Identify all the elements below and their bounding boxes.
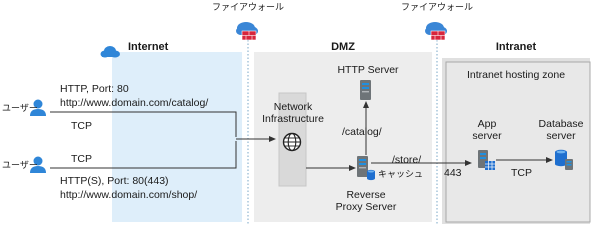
intranet-hosting-zone-label: Intranet hosting zone [466,69,566,81]
dmz-zone-label: DMZ [331,41,355,53]
app-server-label-1: App [477,118,497,130]
architecture-diagram: ファイアウォール ファイアウォール Internet DMZ Intranet … [2,3,591,224]
arrow-to-network-head [269,136,276,142]
app-to-db-head [546,157,553,163]
reverse-proxy-icon [357,156,368,177]
user-bottom-icon [30,156,46,173]
user-bottom-tcp: TCP [71,153,92,165]
database-server-label-2: server [546,130,576,142]
user-top-connection [50,111,237,137]
internet-cloud-icon [100,46,120,58]
reverse-proxy-label-1: Reverse [346,189,386,201]
user-top-protocol: HTTP, Port: 80 [60,83,129,95]
firewall-left-icon [236,22,258,41]
firewall-right-label: ファイアウォール [400,3,474,13]
app-server-label-2: server [472,130,502,142]
internet-zone-label: Internet [128,41,169,53]
network-infrastructure-label-2: Infrastructure [262,113,324,125]
intranet-hosting-zone [445,61,591,223]
store-path-label: /store/ [392,154,422,166]
globe-icon [282,132,302,152]
intranet-zone-label: Intranet [495,41,537,53]
app-server-icon [478,150,495,170]
user-bottom-url: http://www.domain.com/shop/ [60,189,198,201]
database-server-label-1: Database [538,118,584,130]
proxy-to-app-head [465,160,472,166]
tcp-intranet-label: TCP [511,167,532,179]
user-top-url: http://www.domain.com/catalog/ [60,97,209,109]
internet-zone [112,52,242,222]
http-server-label: HTTP Server [337,64,399,76]
database-server-icon [555,149,573,170]
http-server-icon [360,80,371,100]
user-top-icon [30,99,46,116]
user-bottom-protocol: HTTP(S), Port: 80(443) [60,175,169,187]
catalog-path-label: /catalog/ [342,126,382,138]
user-top-label: ユーザー [2,104,38,114]
network-to-proxy-head [349,165,356,171]
port-443-label: 443 [444,167,462,179]
proxy-to-http-head [363,101,369,108]
diagram-canvas [30,22,591,224]
reverse-proxy-label-2: Proxy Server [335,201,397,213]
firewall-right-icon [425,22,447,41]
firewall-left-label: ファイアウォール [211,3,285,13]
cache-label: キャッシュ [378,170,424,180]
network-infrastructure-label-1: Network [273,101,313,113]
user-bottom-connection [50,141,237,169]
user-top-tcp: TCP [71,120,92,132]
user-bottom-label: ユーザー [2,161,38,171]
cache-icon [367,169,375,181]
